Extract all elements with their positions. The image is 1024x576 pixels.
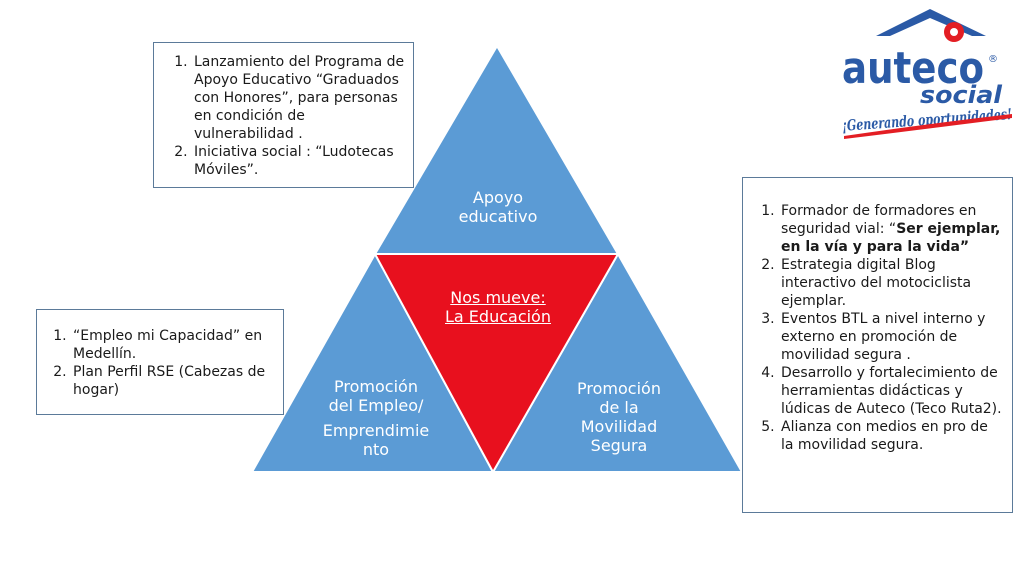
label-line: La Educación — [445, 307, 551, 326]
textbox-movilidad-segura: Formador de formadores en seguridad vial… — [742, 177, 1013, 513]
numbered-list: Lanzamiento del Programa de Apoyo Educat… — [164, 53, 405, 179]
label-nos-mueve: Nos mueve: La Educación — [430, 288, 566, 326]
triangle-center-nos-mueve — [373, 253, 620, 475]
logo-registered-mark: ® — [988, 54, 998, 65]
label-line: Promoción — [577, 379, 661, 398]
list-item-bold-text: Ser ejemplar, en la vía y para la vida” — [781, 221, 1001, 255]
list-item: Eventos BTL a nivel interno y externo en… — [779, 310, 1004, 364]
label-line: de la — [599, 398, 639, 417]
textbox-promocion-empleo: “Empleo mi Capacidad” en Medellín. Plan … — [36, 309, 284, 415]
list-item: “Empleo mi Capacidad” en Medellín. — [71, 327, 277, 363]
list-item: Formador de formadores en seguridad vial… — [779, 202, 1004, 256]
label-apoyo-educativo: Apoyo educativo — [437, 188, 559, 226]
list-item-text: Formador de formadores en seguridad vial… — [781, 203, 977, 237]
label-promocion-empleo: Promoción del Empleo/ Emprendimie nto — [310, 377, 442, 459]
list-item: Plan Perfil RSE (Cabezas de hogar) — [71, 363, 277, 399]
label-line: Segura — [590, 436, 648, 455]
list-item: Alianza con medios en pro de la movilida… — [779, 418, 1004, 454]
logo-brand-text: auteco — [842, 43, 984, 94]
label-line: Nos mueve: — [450, 288, 546, 307]
label-movilidad-segura: Promoción de la Movilidad Segura — [560, 379, 678, 455]
list-item: Desarrollo y fortalecimiento de herramie… — [779, 364, 1004, 418]
list-item: Estrategia digital Blog interactivo del … — [779, 256, 1004, 310]
label-line: Emprendimie — [322, 421, 430, 440]
list-item: Iniciativa social : “Ludotecas Móviles”. — [192, 143, 405, 179]
logo-roof-icon — [876, 9, 986, 36]
logo-underline-swoosh-icon — [844, 114, 1012, 139]
logo-sub-text: social — [920, 81, 1003, 109]
label-line: nto — [362, 440, 390, 459]
list-item: Lanzamiento del Programa de Apoyo Educat… — [192, 53, 405, 143]
textbox-apoyo-educativo: Lanzamiento del Programa de Apoyo Educat… — [153, 42, 414, 188]
auteco-social-logo: auteco ® social ¡Generando oportunidades… — [842, 9, 1012, 139]
label-line: del Empleo/ — [328, 396, 424, 415]
numbered-list: “Empleo mi Capacidad” en Medellín. Plan … — [43, 327, 277, 399]
label-line: Movilidad — [580, 417, 658, 436]
label-line: educativo — [458, 207, 538, 226]
label-line: Promoción — [334, 377, 418, 396]
logo-white-dot-icon — [950, 28, 958, 36]
label-line: Apoyo — [472, 188, 524, 207]
numbered-list: Formador de formadores en seguridad vial… — [751, 202, 1004, 454]
